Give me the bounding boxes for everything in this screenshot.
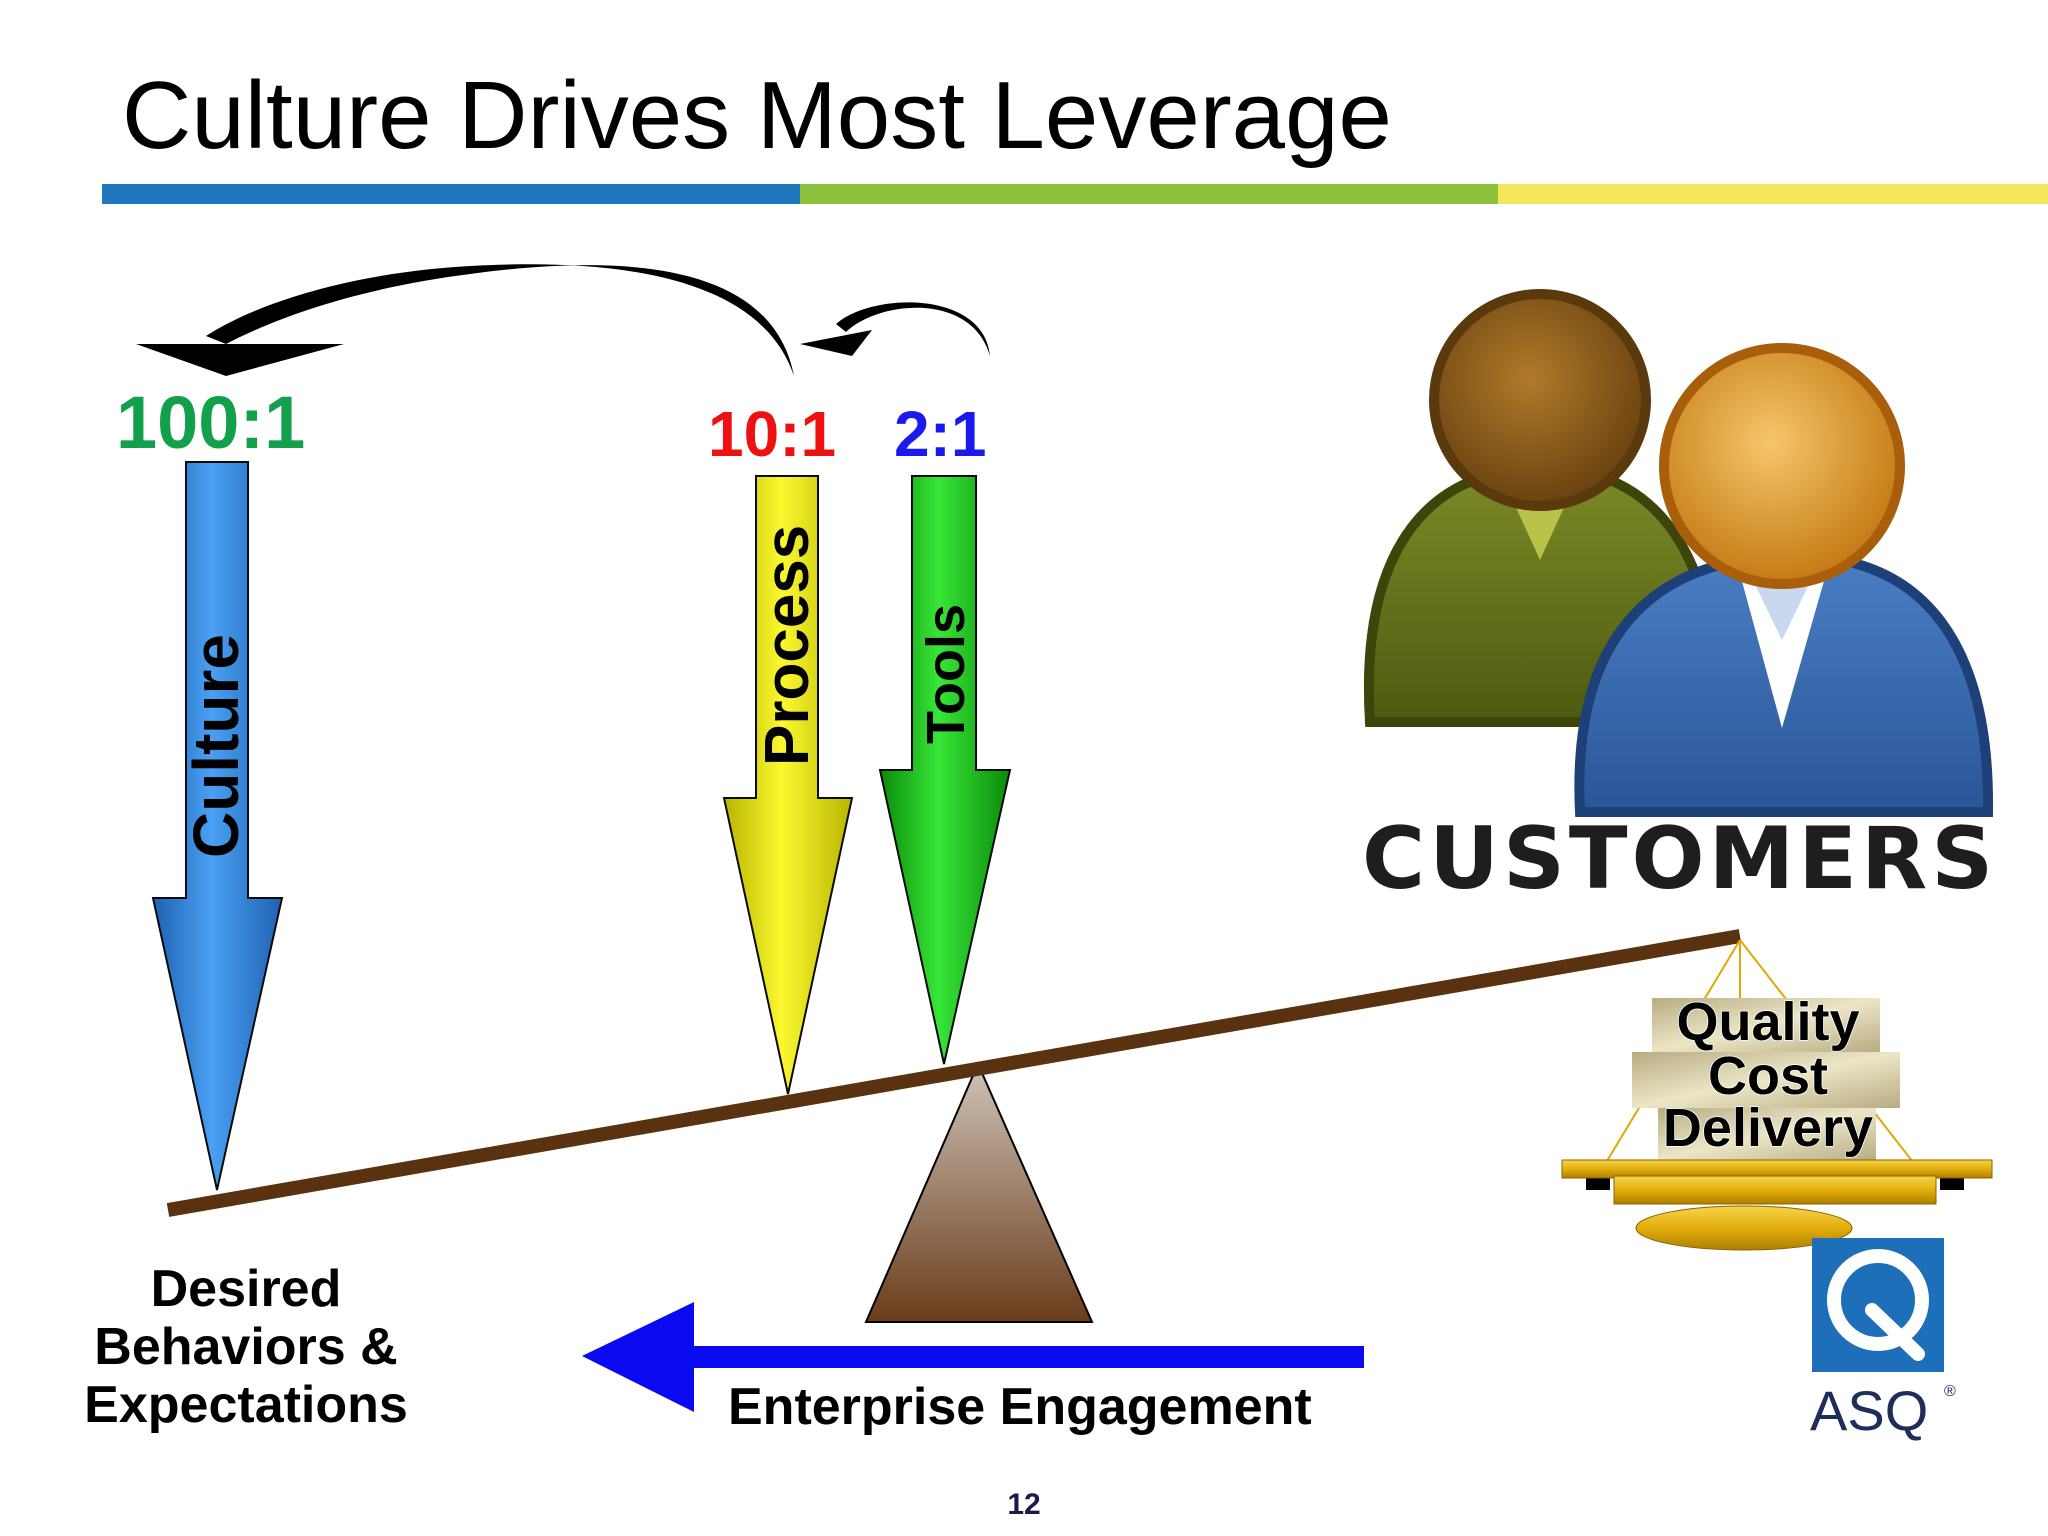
tools-arrow: Tools xyxy=(878,475,1012,1065)
desired-behaviors-label: Desired Behaviors & Expectations xyxy=(84,1260,408,1434)
ratio-culture: 100:1 xyxy=(116,381,305,464)
customers-people-icon xyxy=(1364,289,1994,817)
qcd-weight: Quality Cost Delivery xyxy=(1561,939,1993,1251)
asq-text: ASQ xyxy=(1810,1379,1928,1442)
engagement-arrow xyxy=(582,1302,1364,1412)
qcd-delivery: Delivery xyxy=(1663,1098,1873,1158)
customers-label: CUSTOMERS xyxy=(1362,809,1997,909)
curved-arrow-large xyxy=(136,264,794,376)
desired-line-1: Desired xyxy=(151,1260,342,1318)
desired-line-3: Expectations xyxy=(84,1376,408,1434)
culture-label: Culture xyxy=(180,634,252,858)
quality-block xyxy=(1652,998,1880,1052)
delivery-block xyxy=(1658,1108,1876,1160)
curved-arrow-small xyxy=(800,302,990,356)
qcd-quality: Quality xyxy=(1676,992,1859,1052)
ratio-process: 10:1 xyxy=(708,398,836,470)
engagement-label: Enterprise Engagement xyxy=(728,1378,1312,1436)
desired-line-2: Behaviors & xyxy=(94,1318,397,1376)
ratio-tools: 2:1 xyxy=(894,398,987,470)
asq-registered: ® xyxy=(1944,1383,1956,1400)
process-arrow: Process xyxy=(722,475,854,1095)
fulcrum xyxy=(864,1061,1094,1323)
slide-title: Culture Drives Most Leverage xyxy=(122,62,1392,169)
process-label: Process xyxy=(753,525,822,766)
qcd-cost: Cost xyxy=(1708,1046,1828,1106)
cost-block xyxy=(1632,1052,1900,1108)
page-number: 12 xyxy=(1007,1488,1040,1521)
lever-beam xyxy=(166,929,1742,1217)
asq-logo: ASQ ® xyxy=(1810,1238,1956,1442)
title-underline xyxy=(102,184,2048,204)
tools-label: Tools xyxy=(916,604,976,744)
culture-arrow: Culture xyxy=(151,461,284,1191)
